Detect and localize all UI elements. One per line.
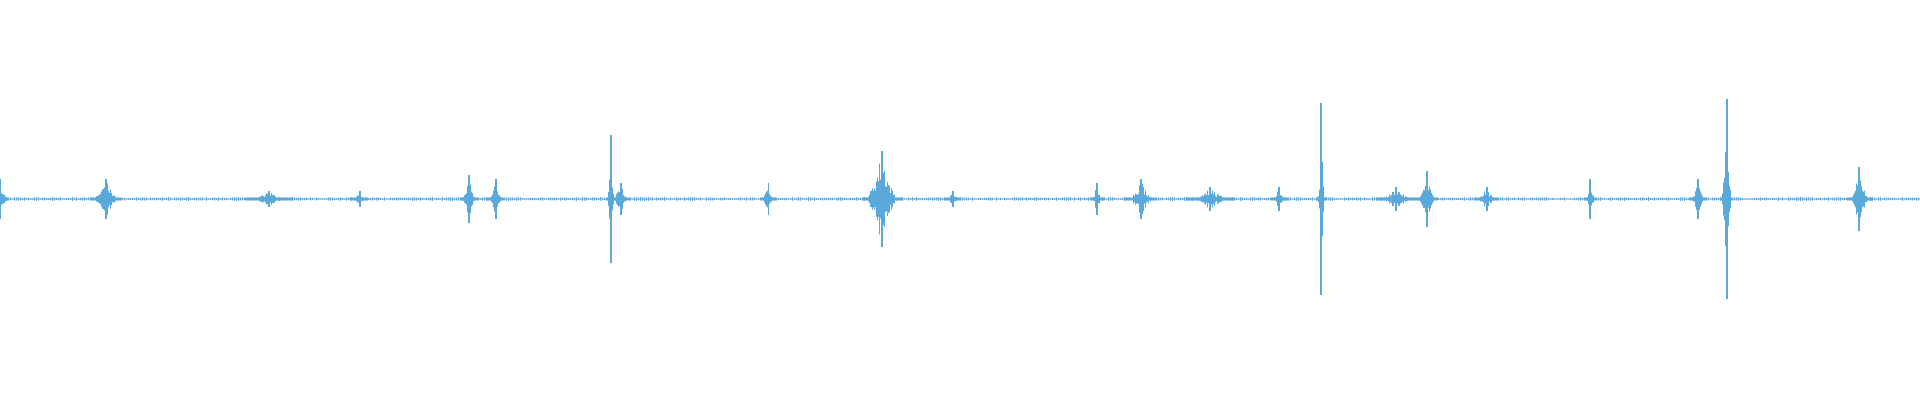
waveform-burst (1847, 167, 1872, 231)
waveform-burst (760, 183, 777, 215)
waveform-burst (245, 191, 293, 207)
waveform-burst (487, 179, 505, 219)
waveform-burst (460, 175, 478, 223)
waveform-burst (90, 179, 122, 219)
waveform-burst (1090, 183, 1104, 215)
waveform-burst (1317, 103, 1326, 295)
waveform-burst (1720, 99, 1733, 299)
waveform-burst (1689, 179, 1706, 219)
waveform-burst (1271, 187, 1288, 211)
waveform-burst (610, 183, 631, 215)
waveform-burst (1376, 187, 1417, 211)
waveform-burst (1474, 187, 1499, 211)
playhead-dot[interactable] (0, 195, 7, 203)
waveform-burst (1416, 171, 1438, 227)
waveform-burst (1584, 179, 1597, 219)
waveform-burst (1186, 187, 1234, 211)
waveform-burst (1125, 179, 1157, 219)
waveform-burst (862, 151, 902, 247)
waveform-bursts (0, 99, 1919, 299)
waveform-burst (351, 191, 368, 207)
waveform-burst (944, 191, 961, 207)
